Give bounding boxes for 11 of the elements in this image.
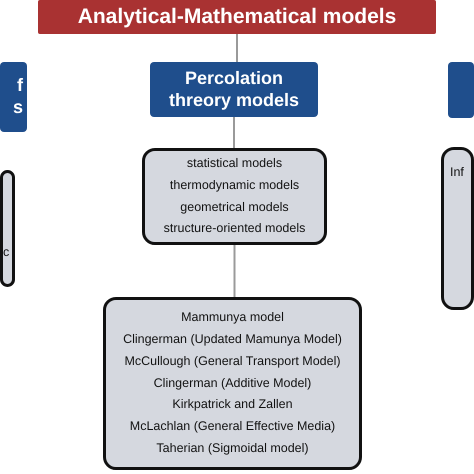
model-list-box: c: [0, 170, 15, 287]
category-box: [448, 62, 474, 118]
connector-line: [234, 245, 236, 297]
connector-line: [236, 34, 238, 62]
category-box: f s: [0, 62, 27, 132]
model-list-box: Inf: [441, 147, 474, 310]
category-box: Percolation threory models: [150, 62, 318, 117]
connector-line: [233, 117, 235, 148]
title-banner: Analytical-Mathematical models: [38, 0, 436, 34]
model-list-box: statistical models thermodynamic models geometrical models structure-oriented models: [142, 148, 327, 245]
model-list-box: Mammunya model Clingerman (Updated Mamunya Model) McCullough (General Transport Model) Clingerman (Additive Model) Kirkpatrick and Zallen McLachlan (General Effective Media) Taherian (Sigmoidal model): [103, 297, 362, 470]
